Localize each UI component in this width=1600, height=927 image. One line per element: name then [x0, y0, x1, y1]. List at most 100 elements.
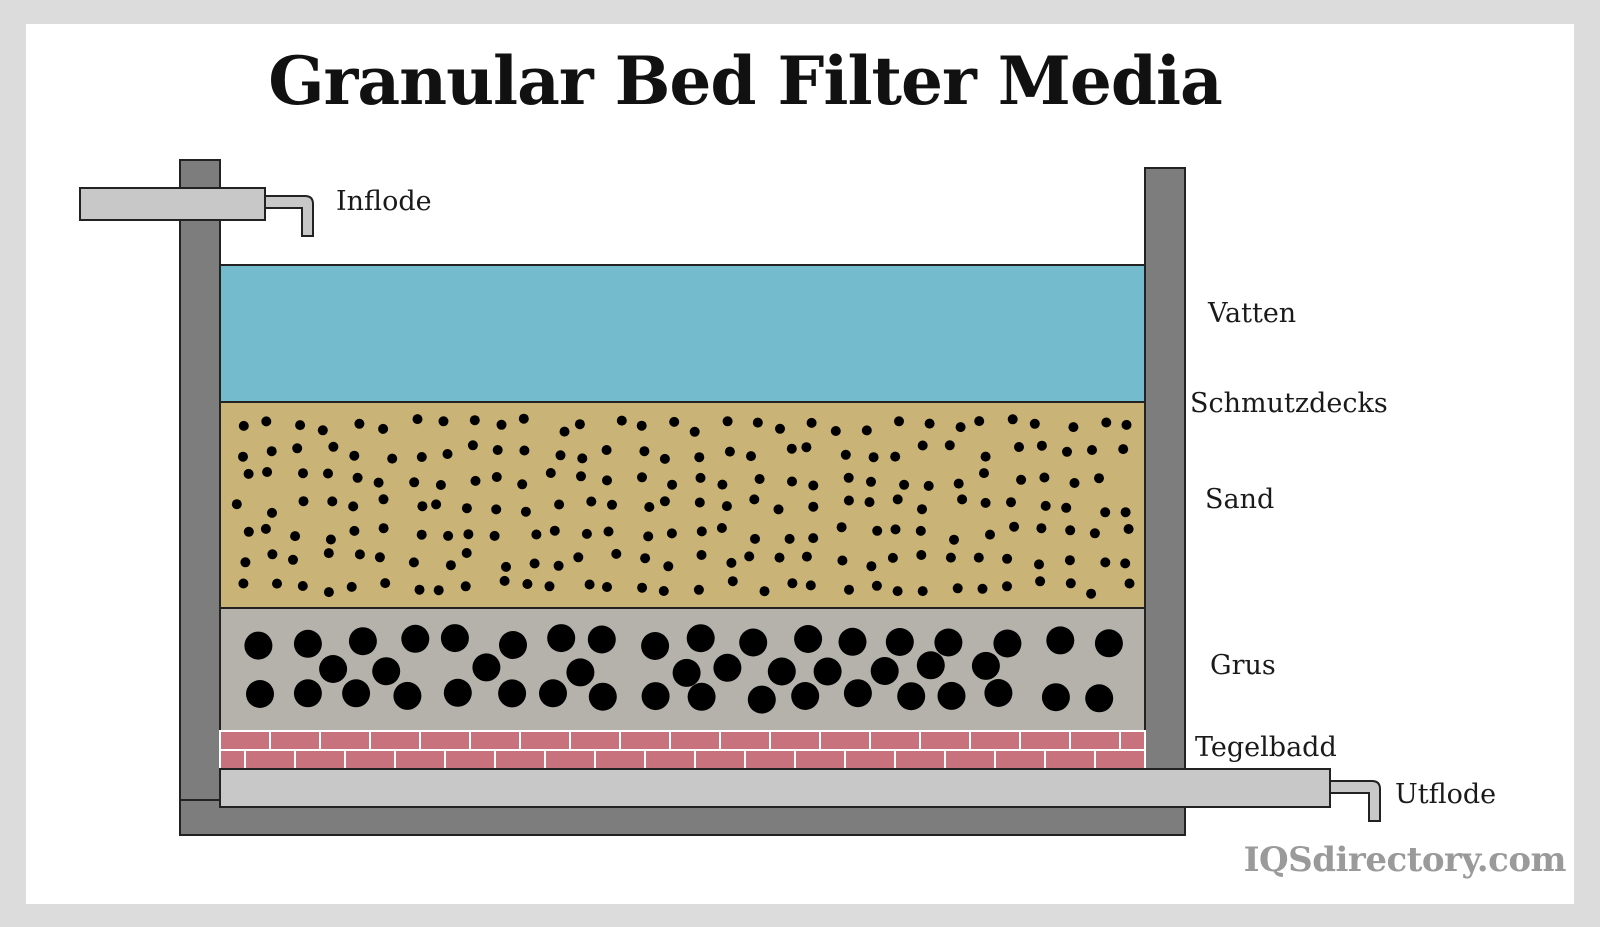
sand-grain	[750, 533, 760, 544]
gravel-stone	[372, 657, 401, 686]
sand-grain	[416, 529, 427, 540]
sand-grain	[463, 529, 474, 540]
sand-grain	[460, 581, 471, 592]
sand-grain	[417, 501, 428, 512]
gravel-stone	[244, 631, 273, 660]
sand-grain	[346, 581, 357, 592]
tile-bed-bricks	[219, 730, 1146, 770]
gravel-stone	[587, 625, 616, 654]
sand-grain	[945, 552, 956, 563]
gravel-stone	[791, 682, 820, 710]
sand-grain	[980, 497, 991, 508]
tile-brick	[1119, 730, 1146, 751]
sand-grain	[1101, 417, 1112, 428]
sand-grain	[722, 416, 733, 427]
gravel-stone	[440, 624, 469, 653]
gravel-stone	[838, 627, 867, 656]
sand-grain	[924, 418, 935, 429]
sand-grain	[1014, 442, 1024, 452]
sand-grain	[694, 497, 705, 508]
schmutzdecke-label: Schmutzdecks	[1190, 388, 1388, 419]
sand-grain	[979, 468, 989, 479]
tile-brick	[219, 749, 246, 770]
sand-grain	[696, 526, 707, 537]
sand-grain	[243, 468, 254, 479]
sand-grain	[492, 445, 503, 455]
tile-brick	[219, 730, 271, 751]
sand-grain	[784, 533, 795, 544]
sand-grain	[1007, 414, 1018, 425]
sand-grain	[1040, 500, 1051, 511]
sand-grain	[380, 578, 391, 589]
sand-grain	[1002, 581, 1012, 592]
gravel-stone	[588, 682, 617, 711]
sand-grain	[574, 419, 585, 430]
sand-grain	[917, 504, 927, 515]
sand-grain	[1100, 557, 1111, 568]
sand-grain	[238, 420, 249, 431]
tile-brick	[569, 730, 621, 751]
gravel-stone	[813, 657, 842, 686]
sand-grain	[602, 475, 612, 486]
gravel-stone	[897, 682, 926, 711]
gravel-stone	[566, 658, 595, 687]
tile-brick	[944, 749, 996, 770]
tile-brick	[1094, 749, 1146, 770]
sand-grain	[955, 422, 966, 433]
sand-grain	[387, 453, 398, 464]
sand-grain	[693, 584, 704, 595]
sand-grain	[573, 552, 584, 563]
sand-grains	[231, 413, 1135, 599]
sand-grain	[260, 523, 271, 534]
sand-grain	[489, 530, 500, 541]
tile-brick	[619, 730, 671, 751]
sand-grain	[576, 471, 586, 482]
sand-grain	[412, 414, 423, 425]
sand-grain	[1089, 528, 1100, 539]
sand-grain	[1009, 521, 1020, 532]
gravel-stone	[672, 658, 701, 687]
gravel-stone	[934, 628, 963, 657]
sand-grain	[601, 445, 612, 455]
gravel-stone	[937, 681, 966, 710]
tile-brick	[1069, 730, 1121, 751]
sand-grain	[328, 441, 339, 452]
sand-grain	[496, 419, 507, 430]
sand-grain	[696, 550, 707, 560]
sand-grain	[348, 501, 359, 512]
tile-brick	[419, 730, 471, 751]
tile-brick	[394, 749, 446, 770]
tile-brick	[519, 730, 571, 751]
sand-grain	[545, 468, 556, 478]
sand-grain	[840, 449, 851, 460]
sand-grain	[554, 499, 565, 510]
sand-grain	[1120, 558, 1131, 569]
sand-grain	[916, 550, 927, 560]
sand-grain	[1036, 440, 1047, 451]
sand-grain	[801, 551, 812, 562]
sand-grain	[323, 468, 333, 479]
sand-grain	[354, 418, 365, 429]
gravel-stone	[993, 629, 1022, 658]
gravel-stone	[971, 651, 1000, 680]
sand-grain	[238, 578, 249, 589]
sand-grain	[1034, 559, 1044, 570]
gravel-stone	[499, 631, 527, 659]
sand-grain	[1064, 555, 1075, 566]
sand-grain	[603, 526, 614, 537]
sand-grain	[378, 494, 389, 505]
gravel-stone	[747, 685, 776, 714]
sand-grain	[787, 476, 797, 487]
tile-brick	[919, 730, 971, 751]
tile-brick	[794, 749, 846, 770]
sand-grain	[694, 452, 705, 463]
sand-grain	[667, 479, 678, 490]
sand-grain	[416, 452, 427, 462]
sand-grain	[923, 480, 934, 491]
sand-grain	[469, 415, 480, 426]
sand-grain	[866, 476, 876, 487]
diagram-title: Granular Bed Filter Media	[268, 42, 1223, 120]
sand-grain	[944, 440, 955, 451]
gravel-stone	[984, 679, 1013, 707]
sand-grain	[354, 549, 365, 560]
